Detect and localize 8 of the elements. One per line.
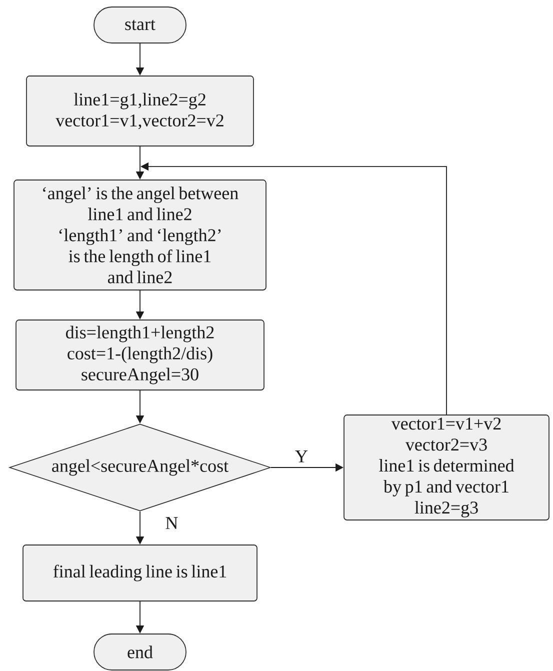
process-box: vector1=v1+v2 vector2=v3 line1 is determined by p1 and vector1 line2=g3 <box>344 414 550 520</box>
edge-label: N <box>166 517 178 529</box>
process-box: dis=length1+length2 cost=1-(length2/dis) secureAngel=30 <box>16 320 264 390</box>
process-box: final leading line is line1 <box>22 544 258 602</box>
terminal-oval: end <box>94 634 186 670</box>
process-box: line1=g1,line2=g2 vector1=v1,vector2=v2 <box>26 76 254 146</box>
edge-label: Y <box>295 450 308 462</box>
process-box: ‘angel’ is the angel between line1 and line2 ‘length1’ and ‘length2’ is the length of line1 and line2 <box>14 180 266 290</box>
